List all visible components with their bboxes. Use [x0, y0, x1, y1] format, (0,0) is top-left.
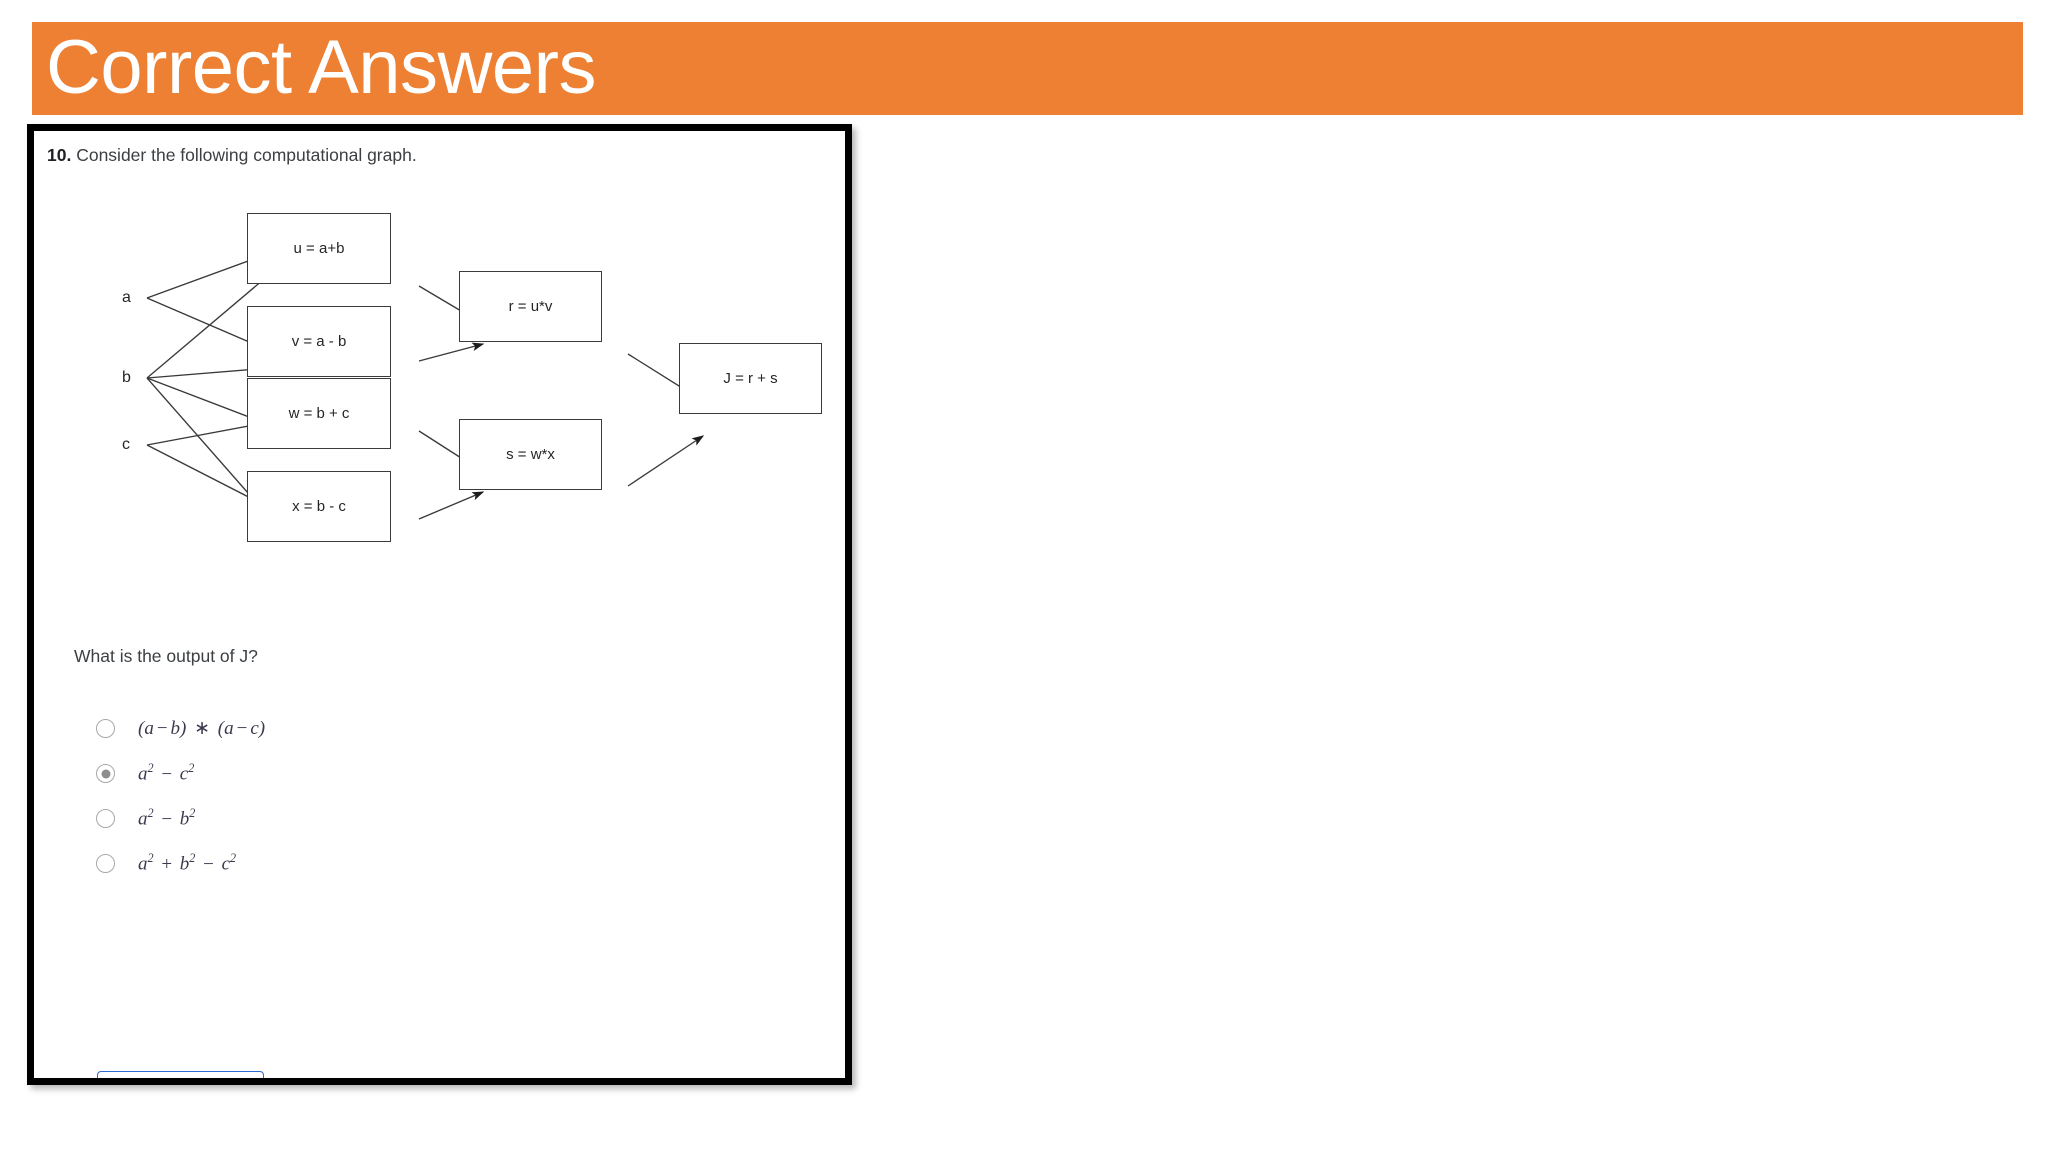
answer-option-1-label: (a−b) ∗ (a−c)	[138, 718, 266, 739]
question-prompt: What is the output of J?	[74, 646, 258, 666]
question-screenshot-panel: 10. Consider the following computational…	[27, 124, 852, 1085]
answer-option-3[interactable]: a2 − b2	[96, 796, 696, 841]
computational-graph: a b c u = a+b v = a - b w = b + c x = b …	[34, 171, 845, 571]
graph-input-b: b	[122, 369, 131, 386]
answer-option-1[interactable]: (a−b) ∗ (a−c)	[96, 706, 696, 751]
radio-button-2[interactable]	[96, 764, 115, 783]
answer-option-4[interactable]: a2 + b2 − c2	[96, 841, 696, 886]
graph-node-x: x = b - c	[247, 471, 391, 542]
expand-button[interactable]: Expand	[97, 1071, 264, 1078]
question-stem: 10. Consider the following computational…	[47, 145, 417, 166]
answer-option-2-label: a2 − c2	[138, 761, 195, 785]
radio-button-4[interactable]	[96, 854, 115, 873]
page-title: Correct Answers	[46, 25, 597, 110]
graph-node-u: u = a+b	[247, 213, 391, 284]
radio-button-1[interactable]	[96, 719, 115, 738]
graph-node-v: v = a - b	[247, 306, 391, 377]
question-number: 10.	[47, 145, 72, 165]
radio-button-3[interactable]	[96, 809, 115, 828]
page-title-banner: Correct Answers	[32, 22, 2023, 115]
graph-node-r: r = u*v	[459, 271, 602, 342]
answer-option-2[interactable]: a2 − c2	[96, 751, 696, 796]
answer-option-3-label: a2 − b2	[138, 806, 196, 830]
graph-node-J: J = r + s	[679, 343, 822, 414]
graph-node-w: w = b + c	[247, 378, 391, 449]
graph-node-s: s = w*x	[459, 419, 602, 490]
answer-options-group: (a−b) ∗ (a−c) a2 − c2 a2 − b2 a2 + b2 − …	[96, 706, 696, 886]
answer-option-4-label: a2 + b2 − c2	[138, 851, 237, 875]
graph-input-c: c	[122, 436, 130, 453]
graph-input-a: a	[122, 289, 131, 306]
question-stem-text: Consider the following computational gra…	[76, 145, 417, 165]
